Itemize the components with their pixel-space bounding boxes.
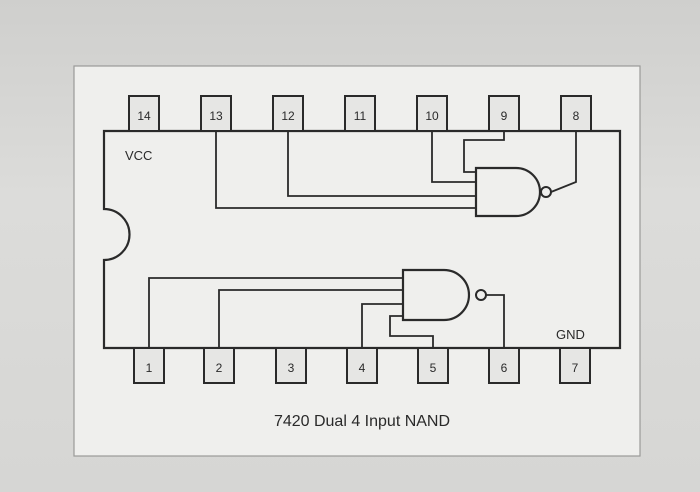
diagram-caption: 7420 Dual 4 Input NAND <box>274 413 450 430</box>
pin-4: 4 <box>346 347 378 384</box>
pin-7-label: 7 <box>572 361 579 375</box>
pin-5-label: 5 <box>430 361 437 375</box>
wire-pin-1 <box>148 277 403 348</box>
pin-13-label: 13 <box>209 109 223 123</box>
upper-gate-wiring <box>215 131 577 209</box>
pin-3: 3 <box>275 347 307 384</box>
pin-3-label: 3 <box>288 361 295 375</box>
wire-pin-10 <box>431 131 476 183</box>
pin-10: 10 <box>416 95 448 132</box>
wire-pin-9 <box>463 131 505 173</box>
pin-9-label: 9 <box>501 109 508 123</box>
pin-8: 8 <box>560 95 592 132</box>
pin-11: 11 <box>344 95 376 132</box>
lower-gate-wiring <box>148 277 505 348</box>
wire-pin-12 <box>287 131 476 197</box>
wire-out-pin-8 <box>550 131 577 193</box>
pin-14-label: 14 <box>137 109 151 123</box>
pin-7: 7 <box>559 347 591 384</box>
pin-2: 2 <box>203 347 235 384</box>
pin-12-label: 12 <box>281 109 295 123</box>
pin-10-label: 10 <box>425 109 439 123</box>
pin-9: 9 <box>488 95 520 132</box>
pin-6: 6 <box>488 347 520 384</box>
wire-pin-4 <box>361 303 403 348</box>
pin-1-label: 1 <box>146 361 153 375</box>
wire-out-pin-6 <box>486 294 505 348</box>
pin-4-label: 4 <box>359 361 366 375</box>
top-pin-row: 14 13 12 11 10 9 <box>128 95 592 132</box>
wire-pin-13 <box>215 131 476 209</box>
pin-11-label: 11 <box>354 109 367 123</box>
pin-13: 13 <box>200 95 232 132</box>
pin-2-label: 2 <box>216 361 223 375</box>
nand-gate-lower-body <box>401 268 471 322</box>
nand-gate-upper-body <box>474 166 542 218</box>
ic-body-outline <box>102 129 622 350</box>
pin-12: 12 <box>272 95 304 132</box>
pin-1: 1 <box>133 347 165 384</box>
pin-6-label: 6 <box>501 361 508 375</box>
wire-pin-5 <box>389 315 434 348</box>
vcc-label: VCC <box>125 148 152 163</box>
gnd-label: GND <box>556 327 585 342</box>
wire-pin-2 <box>218 289 403 348</box>
pin-14: 14 <box>128 95 160 132</box>
bottom-pin-row: 1 2 3 4 5 6 7 <box>133 347 591 384</box>
pin-8-label: 8 <box>573 109 580 123</box>
pin-5: 5 <box>417 347 449 384</box>
